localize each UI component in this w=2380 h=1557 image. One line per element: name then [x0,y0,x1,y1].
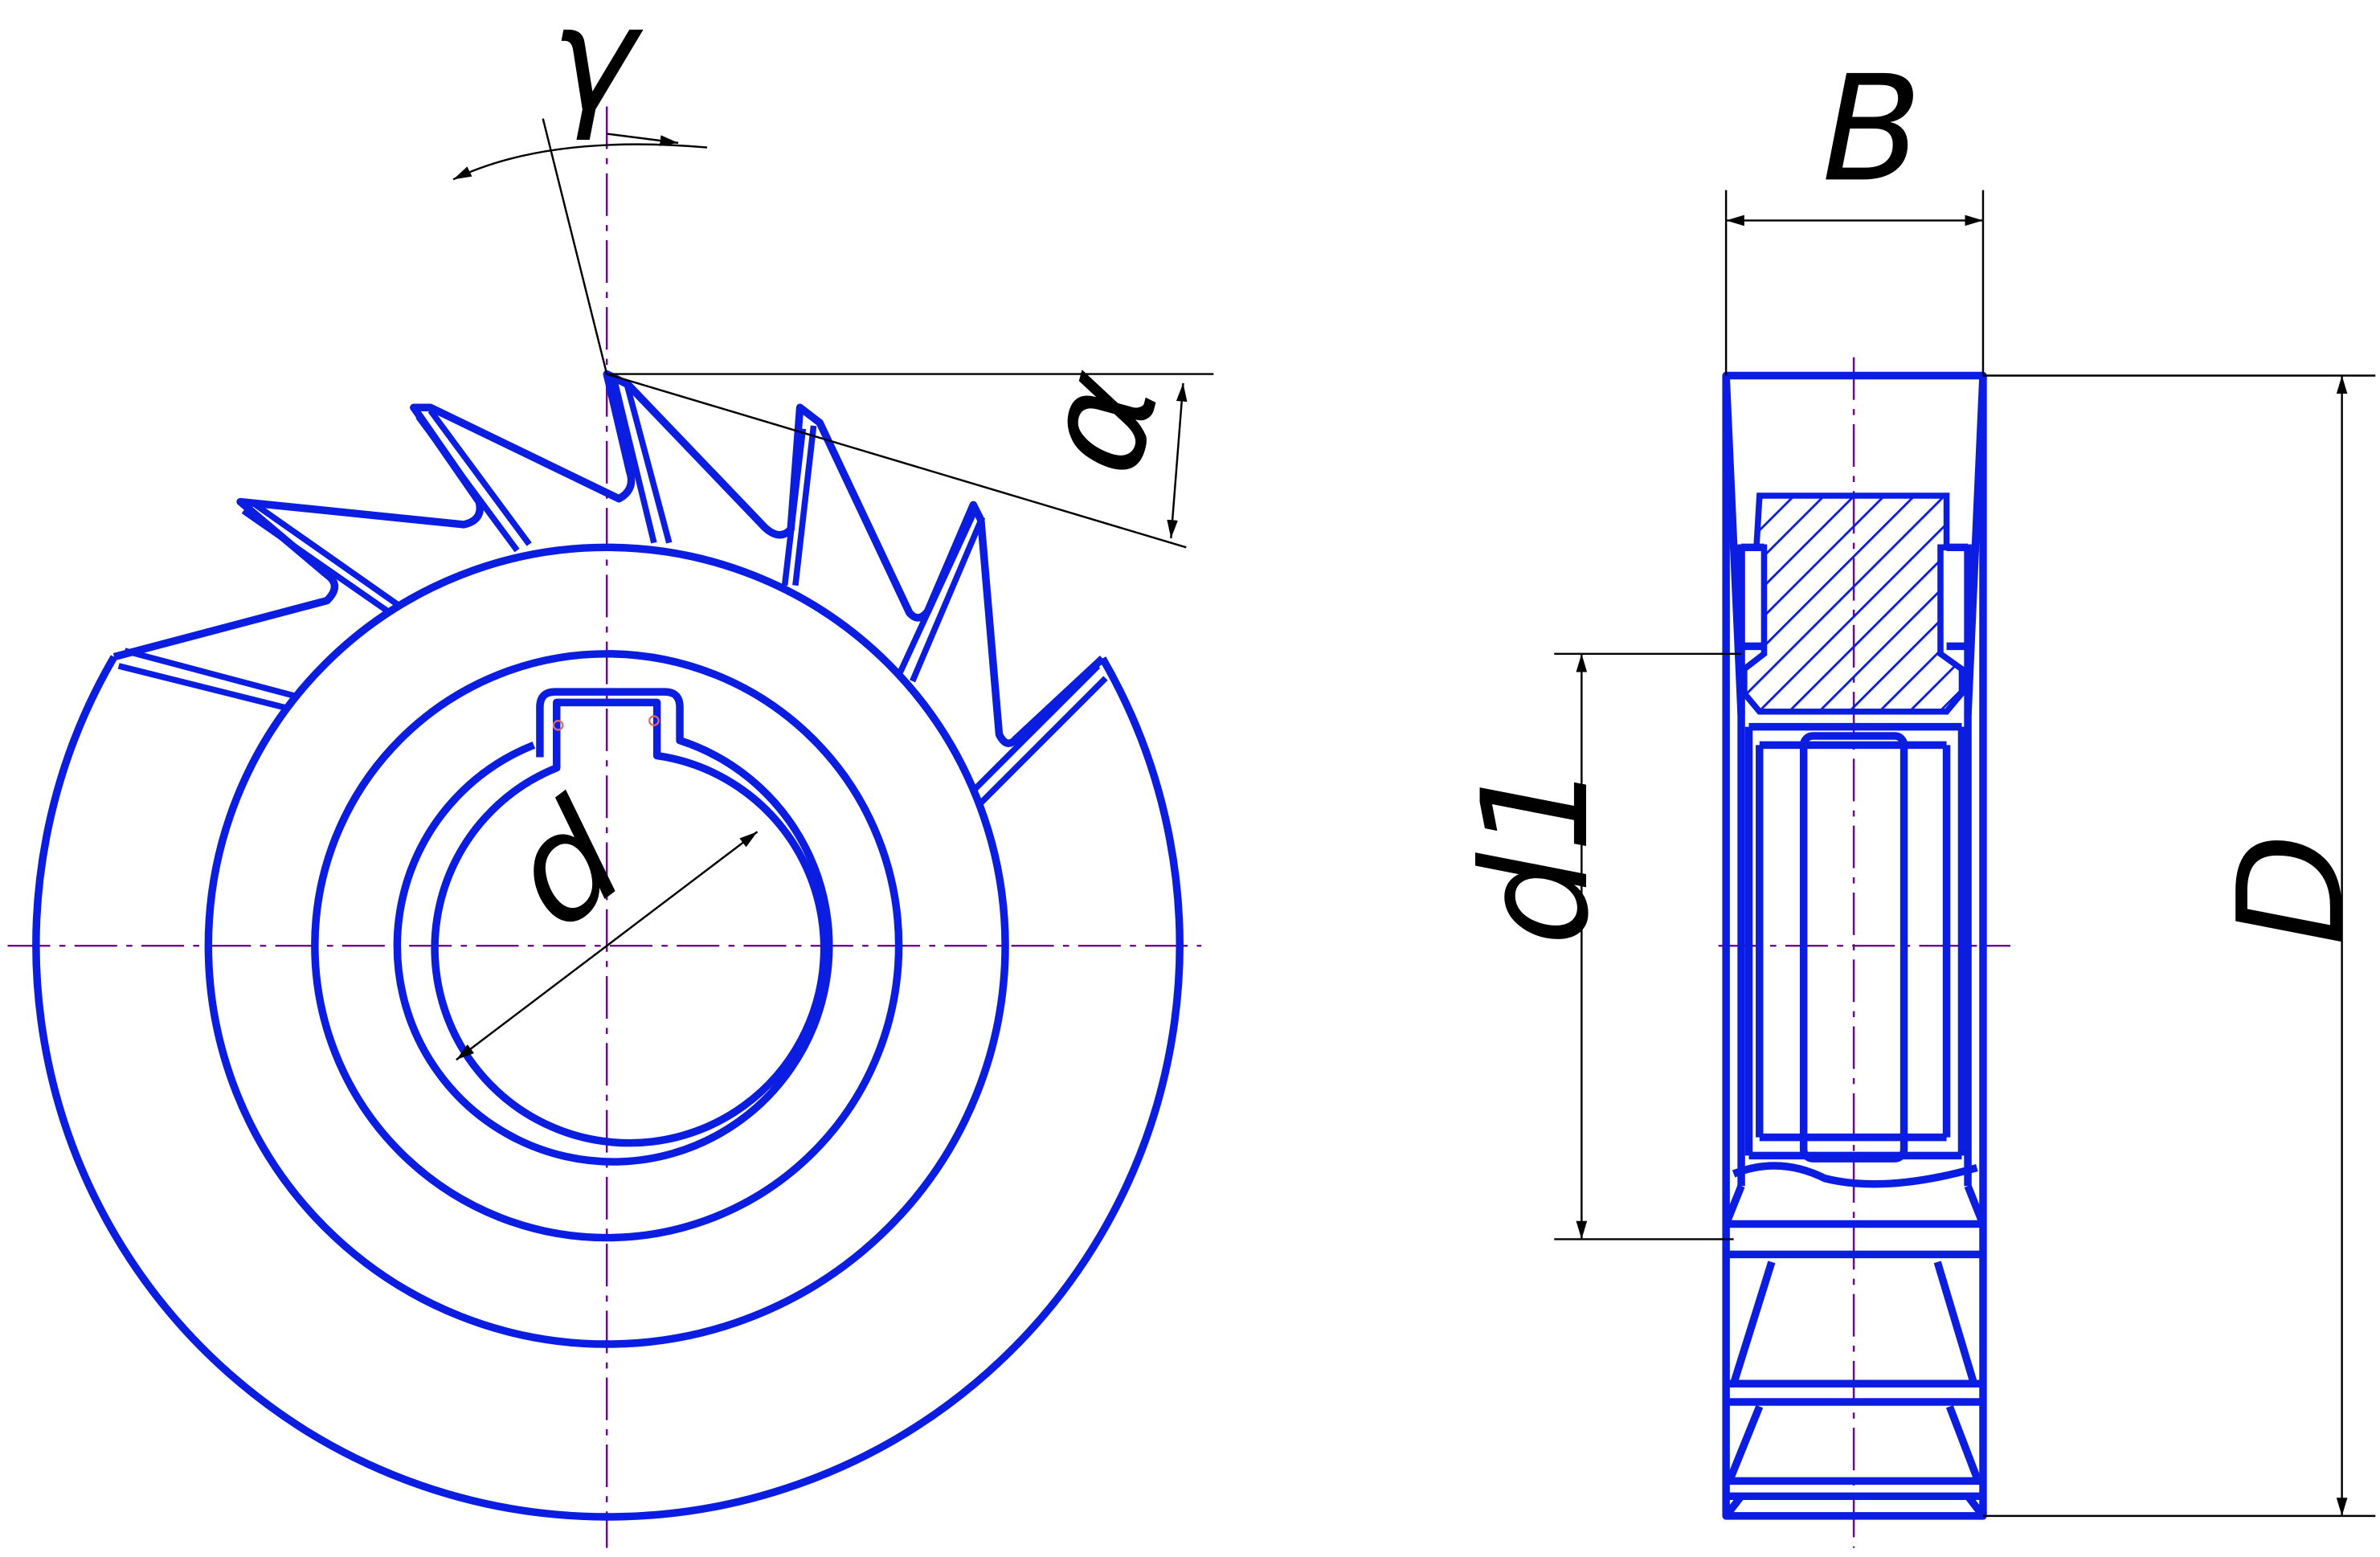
hub-section-hatched [1741,492,1965,715]
bore-dim-line [456,831,759,1061]
gamma-dim-arc [452,143,708,181]
front-dimensions [452,118,1214,1061]
clearance-reference-line [606,373,1187,549]
gamma-label: γ [550,0,644,144]
rake-reference-line [542,118,608,374]
bore-inner-outline [431,698,828,1147]
alpha-dim-line [1167,382,1188,539]
side-view: B d1 D [1450,43,2377,1548]
D-label: D [2206,833,2377,946]
hub-inner-circle [311,650,903,1242]
side-outline [1722,371,1987,1520]
d1-label: d1 [1450,760,1621,946]
hub-outer-circle [204,543,1009,1348]
break-line [1732,1162,1978,1188]
front-view: γ α d [7,0,1214,1548]
bore-outer-outline [393,688,833,1166]
front-centerlines [7,106,1202,1548]
outer-body-arc [32,655,1184,1521]
front-outline [32,370,1184,1521]
tooth-lands [117,379,1108,805]
construction-markers [552,715,660,731]
side-dimensions [1554,190,2376,1518]
side-outer-rect [1722,371,1987,1520]
B-label: B [1822,43,1922,214]
